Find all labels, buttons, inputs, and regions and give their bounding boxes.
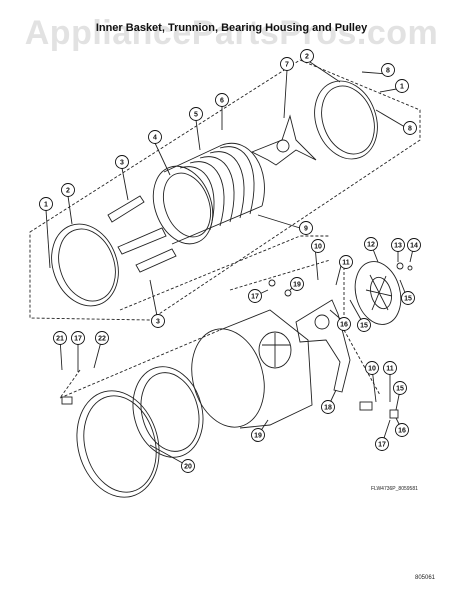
svg-text:17: 17 xyxy=(378,442,386,449)
svg-text:19: 19 xyxy=(293,282,301,289)
svg-text:12: 12 xyxy=(367,242,375,249)
fasteners xyxy=(61,262,413,419)
callout-17b: 17 xyxy=(71,331,85,345)
svg-text:17: 17 xyxy=(74,336,82,343)
pulley xyxy=(354,261,402,325)
front-ring-left xyxy=(51,223,119,307)
callout-14: 14 xyxy=(407,238,421,252)
page-code: 805061 xyxy=(415,575,436,581)
callout-22: 22 xyxy=(95,331,109,345)
assembly-boundary-upper xyxy=(29,59,421,321)
callout-2b: 2 xyxy=(300,49,314,63)
callout-7: 7 xyxy=(280,57,294,71)
svg-text:2: 2 xyxy=(66,188,70,195)
callout-3a: 3 xyxy=(115,155,129,169)
callout-17c: 17 xyxy=(375,437,389,451)
svg-text:17: 17 xyxy=(251,294,259,301)
watermark: AppliancePartsPros.com xyxy=(24,14,439,52)
callout-11a: 11 xyxy=(339,255,353,269)
svg-text:15: 15 xyxy=(360,323,368,330)
callout-11b: 11 xyxy=(383,361,397,375)
callout-18: 18 xyxy=(321,400,335,414)
svg-text:3: 3 xyxy=(156,319,160,326)
callout-1b: 1 xyxy=(395,79,409,93)
svg-text:10: 10 xyxy=(314,244,322,251)
reference-lines xyxy=(59,235,381,399)
callout-6: 6 xyxy=(215,93,229,107)
svg-text:19: 19 xyxy=(254,433,262,440)
callout-15a: 15 xyxy=(401,291,415,305)
figure-code: FLW4736P_8059581 xyxy=(371,486,418,492)
callout-16a: 16 xyxy=(337,317,351,331)
callout-15c: 15 xyxy=(393,381,407,395)
callout-3b: 3 xyxy=(151,314,165,328)
svg-text:14: 14 xyxy=(410,243,418,250)
svg-text:13: 13 xyxy=(394,243,402,250)
callout-21: 21 xyxy=(53,331,67,345)
callout-5: 5 xyxy=(189,107,203,121)
svg-text:18: 18 xyxy=(324,405,332,412)
svg-text:6: 6 xyxy=(220,98,224,105)
svg-text:16: 16 xyxy=(398,428,406,435)
svg-text:1: 1 xyxy=(400,84,404,91)
svg-text:22: 22 xyxy=(98,336,106,343)
svg-text:16: 16 xyxy=(340,322,348,329)
svg-text:21: 21 xyxy=(56,336,64,343)
svg-text:3: 3 xyxy=(120,160,124,167)
svg-text:8: 8 xyxy=(408,126,412,133)
callout-19b: 19 xyxy=(251,428,265,442)
svg-text:5: 5 xyxy=(194,112,198,119)
svg-text:2: 2 xyxy=(305,54,309,61)
clamp-band xyxy=(76,390,160,498)
svg-text:20: 20 xyxy=(184,464,192,471)
front-gasket xyxy=(132,366,204,458)
svg-text:10: 10 xyxy=(368,366,376,373)
diagram-title: Inner Basket, Trunnion, Bearing Housing … xyxy=(95,22,368,34)
callout-13: 13 xyxy=(391,238,405,252)
baffles xyxy=(107,195,177,273)
svg-text:11: 11 xyxy=(342,260,350,267)
callout-2a: 2 xyxy=(61,183,75,197)
svg-text:4: 4 xyxy=(153,135,157,142)
callout-20: 20 xyxy=(181,459,195,473)
bearing-housing xyxy=(295,299,351,393)
callout-4: 4 xyxy=(148,130,162,144)
svg-text:8: 8 xyxy=(386,68,390,75)
rear-ring xyxy=(314,80,378,160)
svg-text:9: 9 xyxy=(304,226,308,233)
callout-8b: 8 xyxy=(403,121,417,135)
svg-text:11: 11 xyxy=(386,366,394,373)
leader-lines xyxy=(45,59,415,467)
callout-1a: 1 xyxy=(39,197,53,211)
callout-9: 9 xyxy=(299,221,313,235)
inner-basket xyxy=(152,142,265,245)
callout-bubbles: 1 2 3 4 5 6 7 2 8 1 8 9 3 10 11 12 13 14… xyxy=(39,49,421,473)
callout-12: 12 xyxy=(364,237,378,251)
callout-10b: 10 xyxy=(365,361,379,375)
callout-15b: 15 xyxy=(357,318,371,332)
callout-16b: 16 xyxy=(395,423,409,437)
callout-10a: 10 xyxy=(311,239,325,253)
svg-text:15: 15 xyxy=(396,386,404,393)
svg-text:7: 7 xyxy=(285,62,289,69)
trunnion-spider xyxy=(250,114,317,166)
svg-text:1: 1 xyxy=(44,202,48,209)
outer-tub xyxy=(191,309,313,429)
callout-17a: 17 xyxy=(248,289,262,303)
svg-text:15: 15 xyxy=(404,296,412,303)
callout-8a: 8 xyxy=(381,63,395,77)
callout-19a: 19 xyxy=(290,277,304,291)
